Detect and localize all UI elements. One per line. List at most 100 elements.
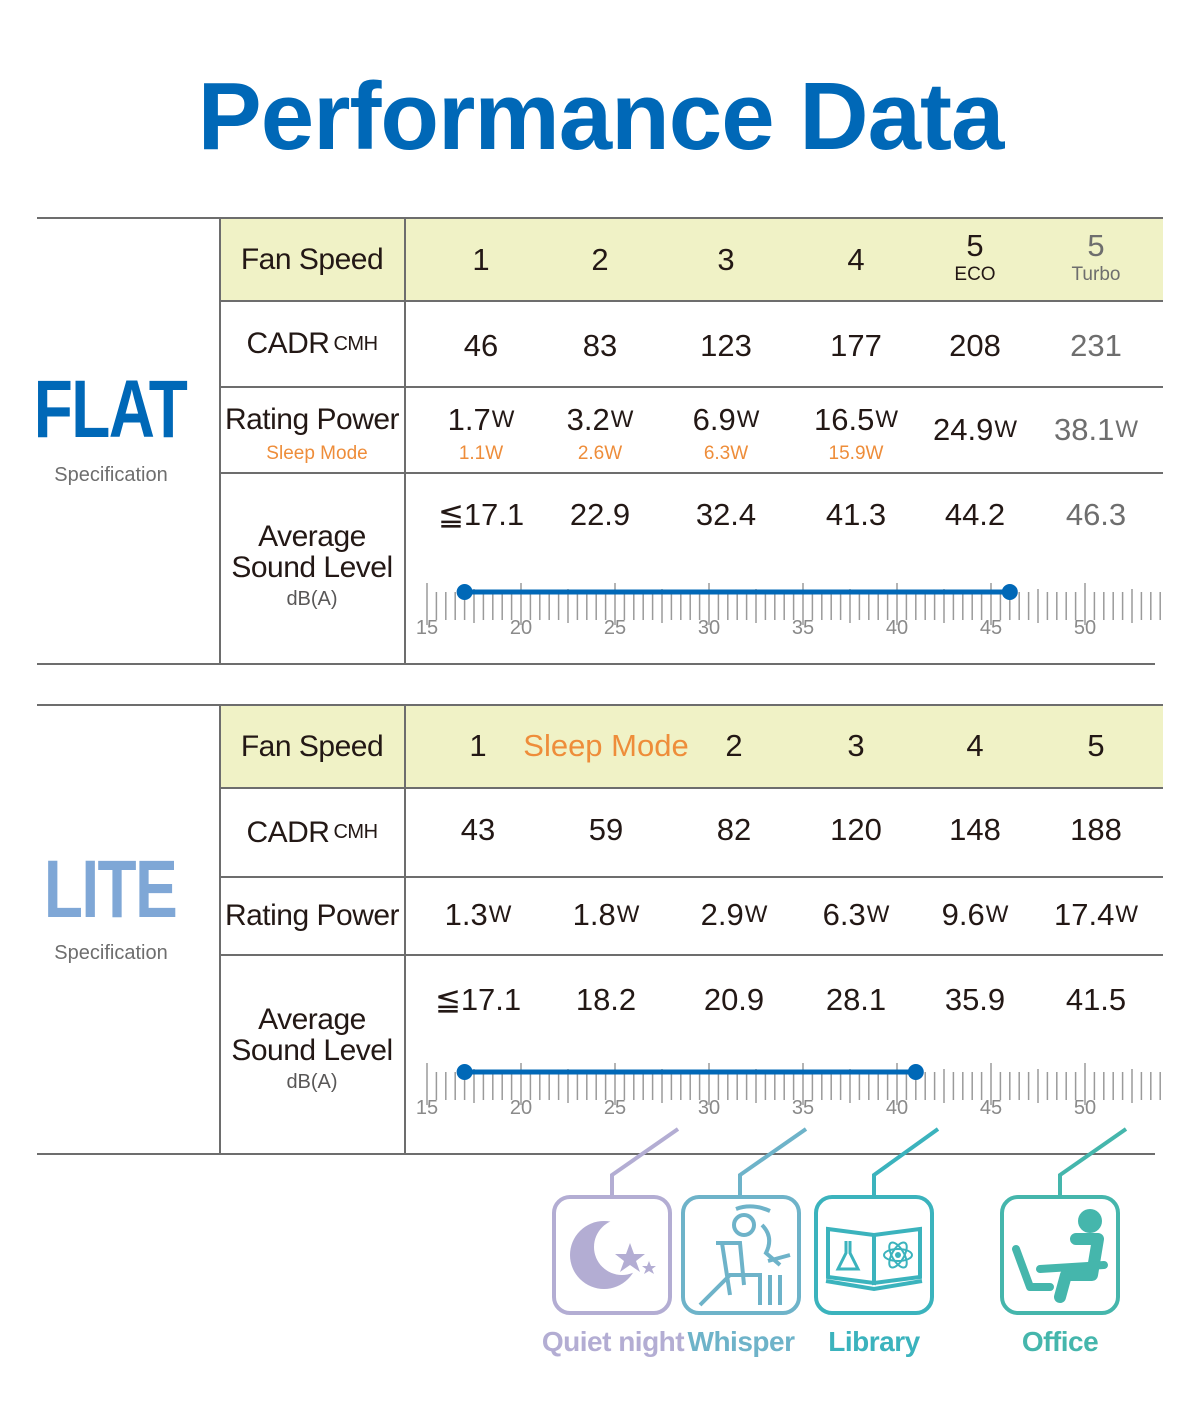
lite-sound-4: 28.1 bbox=[825, 982, 887, 1017]
sound-range-max-dot bbox=[1001, 584, 1018, 600]
scenario-label-office: Office bbox=[1021, 1326, 1099, 1357]
flat-sound-4: 41.3 bbox=[825, 497, 887, 532]
lite-cadr-3: 82 bbox=[716, 812, 752, 847]
flat-sleep-mode-label: Sleep Mode bbox=[266, 443, 368, 464]
scale-tick-label: 20 bbox=[510, 617, 532, 639]
scale-tick-label: 40 bbox=[886, 617, 908, 639]
lite-brand-logo: LITE bbox=[43, 844, 178, 935]
scenario-icons bbox=[552, 1127, 1128, 1315]
office-connector bbox=[1058, 1127, 1128, 1197]
flat-header-band bbox=[220, 219, 1163, 301]
flat-spec-label: Specification bbox=[54, 463, 168, 486]
quiet-night-connector bbox=[610, 1127, 680, 1197]
flat-sleep-power-2: 2.6W bbox=[577, 443, 623, 464]
lite-fan-speed-label: Fan Speed bbox=[240, 730, 384, 763]
flat-sleep-power-4: 15.9W bbox=[828, 443, 884, 464]
whisper-people-icon bbox=[681, 1195, 801, 1315]
scale-tick-label: 45 bbox=[980, 1097, 1002, 1119]
scale-tick-label: 50 bbox=[1074, 1097, 1096, 1119]
sound-range-min-dot bbox=[456, 584, 473, 600]
whisper-connector bbox=[738, 1127, 808, 1197]
flat-sound-5: 44.2 bbox=[944, 497, 1006, 532]
page-title: Performance Data bbox=[197, 63, 1005, 170]
scale-tick-label: 15 bbox=[416, 1097, 438, 1119]
library-connector bbox=[872, 1127, 940, 1197]
lite-speed-2: Sleep Mode bbox=[523, 728, 689, 763]
lite-speed-4: 3 bbox=[847, 728, 865, 763]
scale-tick-label: 35 bbox=[792, 617, 814, 639]
lite-sound-label-1: Average bbox=[258, 1003, 366, 1036]
lite-cadr-6: 188 bbox=[1070, 812, 1122, 847]
lite-spec-label: Specification bbox=[54, 941, 168, 964]
flat-sleep-power-3: 6.3W bbox=[703, 443, 749, 464]
flat-sound-label-2: Sound Level bbox=[231, 551, 393, 584]
flat-sound-6: 46.3 bbox=[1065, 497, 1127, 532]
lite-speed-6: 5 bbox=[1087, 728, 1105, 763]
flat-cadr-6: 231 bbox=[1070, 328, 1122, 363]
lite-cadr-1: 43 bbox=[460, 812, 496, 847]
scale-tick-label: 30 bbox=[698, 1097, 720, 1119]
flat-sound-3: 32.4 bbox=[695, 497, 757, 532]
scenario-label-whisper: Whisper bbox=[687, 1326, 795, 1357]
moon-stars-icon bbox=[552, 1195, 672, 1315]
scenario-label-quiet-night: Quiet night bbox=[541, 1326, 685, 1357]
lite-cadr-4: 120 bbox=[830, 812, 882, 847]
flat-sound-unit: dB(A) bbox=[286, 587, 338, 610]
scale-tick-label: 15 bbox=[416, 617, 438, 639]
flat-speed-6: 5 bbox=[1087, 228, 1105, 263]
lite-speed-3: 2 bbox=[725, 728, 743, 763]
flat-speed-4: 4 bbox=[847, 242, 865, 277]
flat-speed-2: 2 bbox=[591, 242, 609, 277]
flat-cadr-3: 123 bbox=[700, 328, 752, 363]
lite-sound-label-2: Sound Level bbox=[231, 1034, 393, 1067]
sound-range-max-dot bbox=[907, 1064, 924, 1080]
flat-sound-1: ≦17.1 bbox=[437, 497, 525, 532]
flat-sleep-power-1: 1.1W bbox=[458, 443, 504, 464]
lite-sound-unit: dB(A) bbox=[286, 1070, 338, 1093]
flat-fan-speed-label: Fan Speed bbox=[240, 243, 384, 276]
flat-cadr-1: 46 bbox=[463, 328, 499, 363]
lite-sound-6: 41.5 bbox=[1065, 982, 1127, 1017]
lite-sound-5: 35.9 bbox=[944, 982, 1006, 1017]
scale-tick-label: 50 bbox=[1074, 617, 1096, 639]
flat-brand-logo: FLAT bbox=[33, 364, 188, 455]
scale-tick-label: 35 bbox=[792, 1097, 814, 1119]
scale-tick-label: 30 bbox=[698, 617, 720, 639]
flat-speed-1: 1 bbox=[472, 242, 490, 277]
lite-power-label: Rating Power bbox=[224, 899, 400, 932]
open-book-icon bbox=[814, 1195, 934, 1315]
lite-speed-5: 4 bbox=[966, 728, 984, 763]
scale-tick-label: 20 bbox=[510, 1097, 532, 1119]
lite-sound-1: ≦17.1 bbox=[434, 982, 522, 1017]
lite-cadr-5: 148 bbox=[949, 812, 1001, 847]
lite-header-band bbox=[220, 706, 1163, 788]
flat-cadr-4: 177 bbox=[830, 328, 882, 363]
flat-power-label: Rating Power bbox=[224, 403, 400, 436]
lite-cadr-2: 59 bbox=[588, 812, 624, 847]
flat-speed-mode-6: Turbo bbox=[1071, 264, 1121, 285]
office-worker-icon bbox=[1000, 1195, 1120, 1315]
flat-cadr-5: 208 bbox=[949, 328, 1001, 363]
flat-sound-2: 22.9 bbox=[569, 497, 631, 532]
scale-tick-label: 40 bbox=[886, 1097, 908, 1119]
flat-speed-mode-5: ECO bbox=[954, 264, 996, 285]
sound-range-min-dot bbox=[456, 1064, 473, 1080]
flat-speed-3: 3 bbox=[717, 242, 735, 277]
lite-sound-3: 20.9 bbox=[703, 982, 765, 1017]
